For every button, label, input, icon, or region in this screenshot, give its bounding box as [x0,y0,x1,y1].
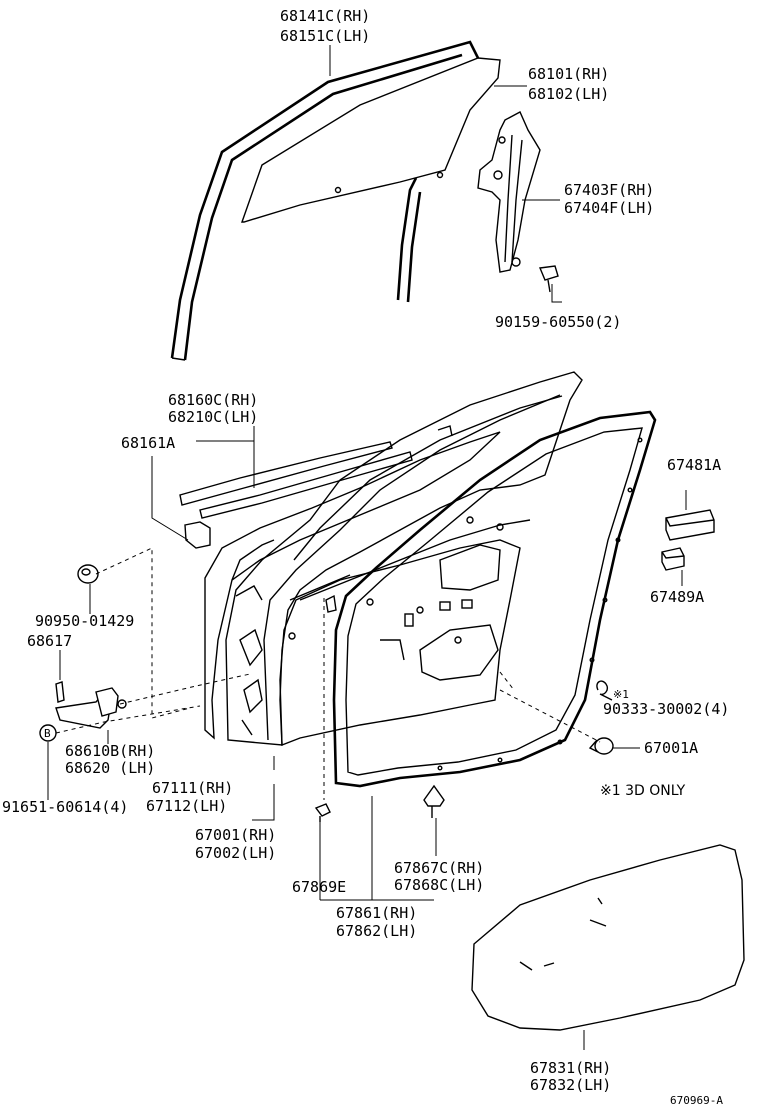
cushion-67489a [661,547,685,571]
dashed-reference-lines [55,547,601,800]
label-67831: 67831(RH) [530,1059,611,1077]
door-frame [225,371,583,746]
cushion-67481a [665,509,715,541]
label-68617: 68617 [27,632,72,650]
part-labels: 68141C(RH) 68151C(LH) 68101(RH) 68102(LH… [2,7,729,1107]
label-67112: 67112(LH) [146,797,227,815]
service-hole-cover [471,844,745,1031]
pin-small [325,594,337,613]
label-67867c: 67867C(RH) [394,859,484,877]
bolt-90159 [539,265,559,293]
label-67868c: 67868C(LH) [394,876,484,894]
cap-90950 [77,564,99,584]
leader-lines [47,45,687,1050]
door-glass [241,57,501,223]
label-67861: 67861(RH) [336,904,417,922]
belt-moulding [179,441,413,549]
pin-68617 [55,681,65,703]
label-67404f: 67404F(LH) [564,199,654,217]
label-68620: 68620 (LH) [65,759,155,777]
note-3d-only: ※1 3D ONLY [600,783,686,799]
label-67869e: 67869E [292,878,346,896]
door-inner-panel [235,516,521,747]
glass-run-channel [170,40,480,361]
label-67403f: 67403F(RH) [564,181,654,199]
plug-67001a [588,737,614,755]
label-68160c: 68160C(RH) [168,391,258,409]
label-67001a: 67001A [644,739,698,757]
label-91651: 91651-60614(4) [2,798,128,816]
label-68161a: 68161A [121,434,175,452]
note-mark-90333: ※1 [613,688,629,701]
label-67002: 67002(LH) [195,844,276,862]
door-outer-panel [204,431,501,740]
label-67001: 67001(RH) [195,826,276,844]
diagram-id: 670969-A [670,1094,723,1107]
label-67862: 67862(LH) [336,922,417,940]
label-90333: 90333-30002(4) [603,700,729,718]
clip-67867c [423,784,445,818]
label-68610b: 68610B(RH) [65,742,155,760]
door-weatherstrip [332,410,657,788]
label-90950: 90950-01429 [35,612,134,630]
label-68210c: 68210C(LH) [168,408,258,426]
label-67832: 67832(LH) [530,1076,611,1094]
clip-90333 [596,680,613,701]
screw-67869e [314,803,331,822]
label-68102: 68102(LH) [528,85,609,103]
label-90159: 90159-60550(2) [495,313,621,331]
label-67489a: 67489A [650,588,704,606]
mark-b: B [44,727,51,740]
label-67111: 67111(RH) [152,779,233,797]
label-68141c: 68141C(RH) [280,7,370,25]
hinge-68610b [55,687,127,729]
label-67481a: 67481A [667,456,721,474]
window-regulator [477,111,541,273]
label-68101: 68101(RH) [528,65,609,83]
label-68151c: 68151C(LH) [280,27,370,45]
